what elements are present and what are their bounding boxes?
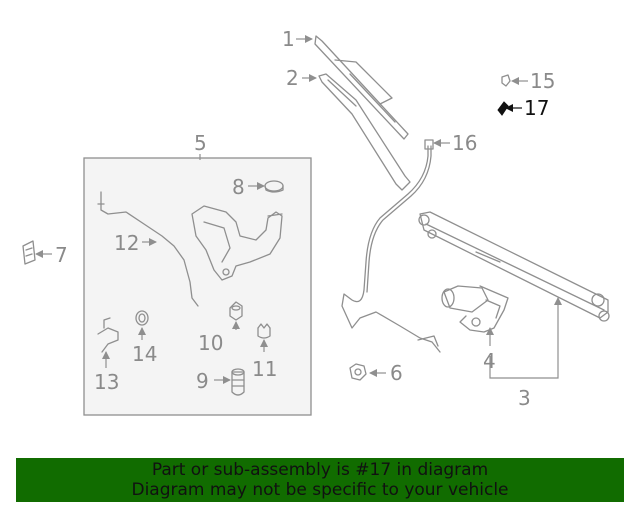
callout-12[interactable]: 12 <box>114 231 139 255</box>
callout-7[interactable]: 7 <box>55 243 68 267</box>
callout-9[interactable]: 9 <box>196 369 209 393</box>
parts-diagram: 1 2 3 4 5 6 7 8 9 10 11 12 13 14 15 16 1… <box>22 27 610 416</box>
washer-tube[interactable] <box>97 191 199 307</box>
washer-hose[interactable] <box>341 139 441 353</box>
banner-line-disclaimer: Diagram may not be specific to your vehi… <box>131 480 509 500</box>
callout-6[interactable]: 6 <box>390 361 403 385</box>
wiper-motor[interactable] <box>441 285 509 333</box>
callout-2[interactable]: 2 <box>286 66 299 90</box>
banner-line-part-info: Part or sub-assembly is #17 in diagram <box>151 460 489 480</box>
retainer-clip[interactable] <box>501 74 511 87</box>
callout-13[interactable]: 13 <box>94 370 119 394</box>
callout-4[interactable]: 4 <box>483 349 496 373</box>
info-banner: Part or sub-assembly is #17 in diagram D… <box>16 458 624 502</box>
callout-8[interactable]: 8 <box>232 175 245 199</box>
callout-11[interactable]: 11 <box>252 357 277 381</box>
wiper-arm[interactable] <box>318 73 411 191</box>
washer-reservoir[interactable] <box>191 205 283 281</box>
wiper-blade[interactable] <box>314 35 409 140</box>
reservoir-cap[interactable] <box>264 180 284 193</box>
callout-14[interactable]: 14 <box>132 342 157 366</box>
washer-pump[interactable] <box>231 368 245 396</box>
nut[interactable] <box>349 363 367 381</box>
washer-assembly-box <box>83 157 312 416</box>
grommet[interactable] <box>229 301 243 321</box>
leader-3 <box>489 297 562 379</box>
wiper-linkage[interactable] <box>418 211 610 322</box>
callout-1[interactable]: 1 <box>282 27 295 51</box>
callout-15[interactable]: 15 <box>530 69 555 93</box>
callout-16[interactable]: 16 <box>452 131 477 155</box>
callout-3[interactable]: 3 <box>518 386 531 410</box>
callout-10[interactable]: 10 <box>198 331 223 355</box>
o-ring[interactable] <box>135 310 149 326</box>
seal[interactable] <box>257 323 271 339</box>
callout-5[interactable]: 5 <box>194 131 207 155</box>
clip[interactable] <box>22 240 36 265</box>
callout-17[interactable]: 17 <box>524 96 549 120</box>
level-sensor[interactable] <box>97 317 119 353</box>
